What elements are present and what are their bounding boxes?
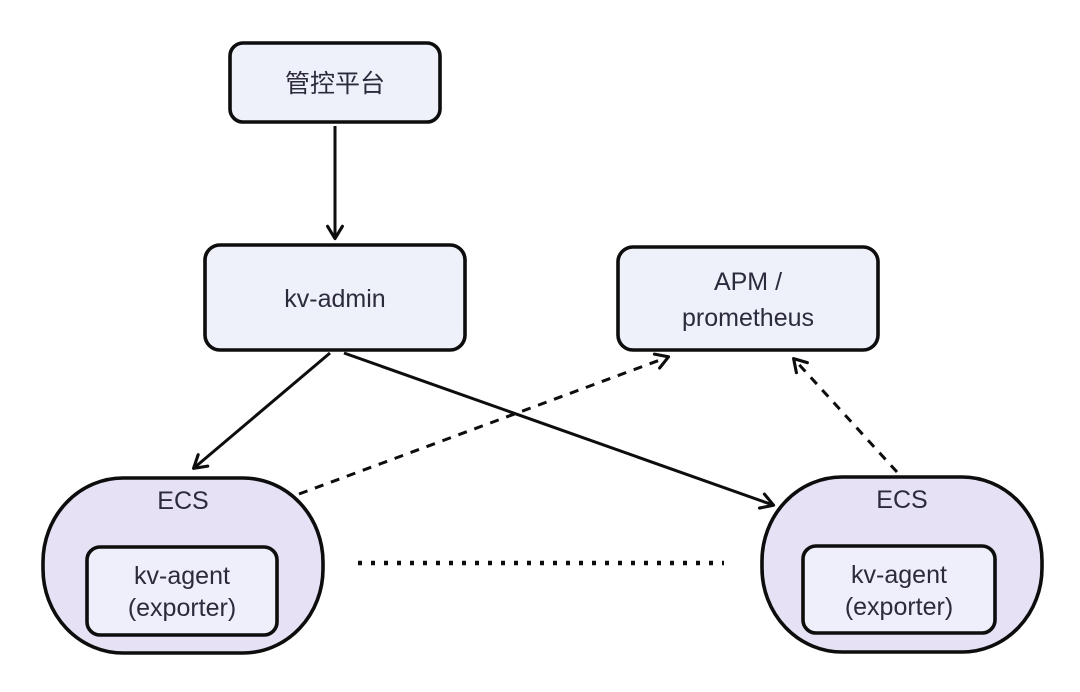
edge-kvadmin-to-ecs-right: [343, 351, 776, 510]
management-platform-label: 管控平台: [285, 70, 385, 98]
kv-admin-label: kv-admin: [284, 285, 385, 313]
apm-label-line2: prometheus: [682, 304, 814, 332]
node-apm-prometheus: APM / prometheus: [616, 245, 880, 352]
apm-box: [616, 245, 880, 352]
edge-ecs-right-to-apm-dashed: [792, 357, 899, 474]
kv-agent-left-box: [85, 545, 279, 637]
node-management-platform: 管控平台: [228, 41, 442, 124]
kv-agent-left-line2: (exporter): [128, 594, 236, 622]
kv-admin-box: [203, 243, 467, 352]
edge-ecs-left-to-apm-dashed: [298, 352, 671, 496]
node-ecs-right: ECS kv-agent (exporter): [760, 475, 1044, 654]
apm-label-line1: APM /: [714, 268, 782, 296]
kv-agent-left-line1: kv-agent: [134, 562, 230, 590]
ecs-right-label: ECS: [876, 486, 927, 514]
management-platform-box: [228, 41, 442, 124]
kv-agent-right-line2: (exporter): [845, 593, 953, 621]
node-ecs-left: ECS kv-agent (exporter): [41, 476, 325, 655]
edge-kvadmin-to-ecs-left: [191, 351, 331, 470]
ecs-left-label: ECS: [157, 487, 208, 515]
kv-agent-right-box: [801, 544, 997, 635]
node-kv-admin: kv-admin: [203, 243, 467, 352]
kv-agent-right-line1: kv-agent: [851, 561, 947, 589]
